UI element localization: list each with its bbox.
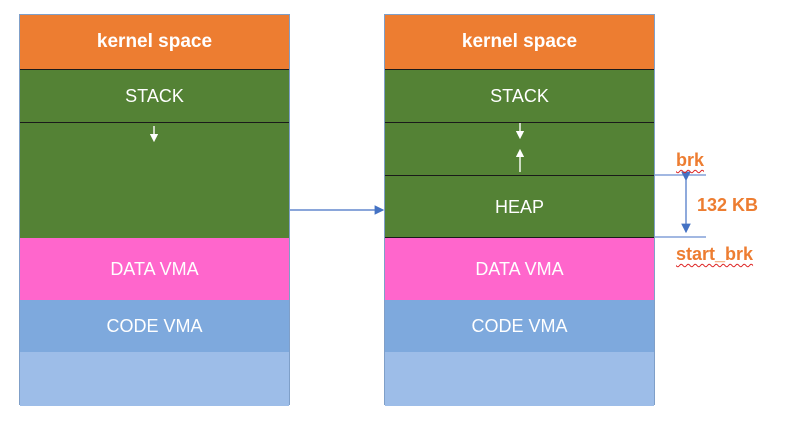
right-stack-segment: STACK	[385, 70, 654, 122]
right-code-vma: CODE VMA	[385, 300, 654, 352]
right-kernel-space: kernel space	[385, 15, 654, 69]
left-kernel-separator	[20, 69, 289, 70]
left-stack-segment: STACK	[20, 70, 289, 122]
left-kernel-label: kernel space	[96, 31, 213, 52]
right-heap-segment: HEAP	[385, 176, 654, 238]
left-memory-layout: kernel space STACK DATA VMA CODE VMA	[19, 14, 290, 406]
right-memory-layout: kernel space STACK HEAP DATA VMA CODE VM…	[384, 14, 655, 406]
left-data-label: DATA VMA	[110, 258, 199, 279]
right-bottom-region	[385, 352, 654, 406]
left-kernel-space: kernel space	[20, 15, 289, 69]
right-kernel-separator	[385, 69, 654, 70]
right-brk-separator	[385, 175, 654, 176]
brk-label: brk	[676, 150, 705, 170]
right-data-vma: DATA VMA	[385, 238, 654, 300]
left-stack-separator	[20, 122, 289, 123]
right-code-label: CODE VMA	[471, 315, 568, 336]
right-stack-label: STACK	[490, 85, 549, 106]
right-kernel-label: kernel space	[461, 31, 578, 52]
right-stack-separator	[385, 122, 654, 123]
right-free-region	[385, 123, 654, 175]
heap-size-label: 132 KB	[697, 195, 759, 215]
right-start-brk-separator	[385, 237, 654, 238]
right-heap-label: HEAP	[494, 196, 545, 217]
left-code-vma: CODE VMA	[20, 300, 289, 352]
left-code-label: CODE VMA	[106, 315, 203, 336]
right-data-label: DATA VMA	[475, 258, 564, 279]
left-bottom-region	[20, 352, 289, 406]
left-stack-label: STACK	[125, 85, 184, 106]
start-brk-label: start_brk	[676, 244, 754, 264]
left-data-vma: DATA VMA	[20, 238, 289, 300]
left-free-region	[20, 123, 289, 238]
